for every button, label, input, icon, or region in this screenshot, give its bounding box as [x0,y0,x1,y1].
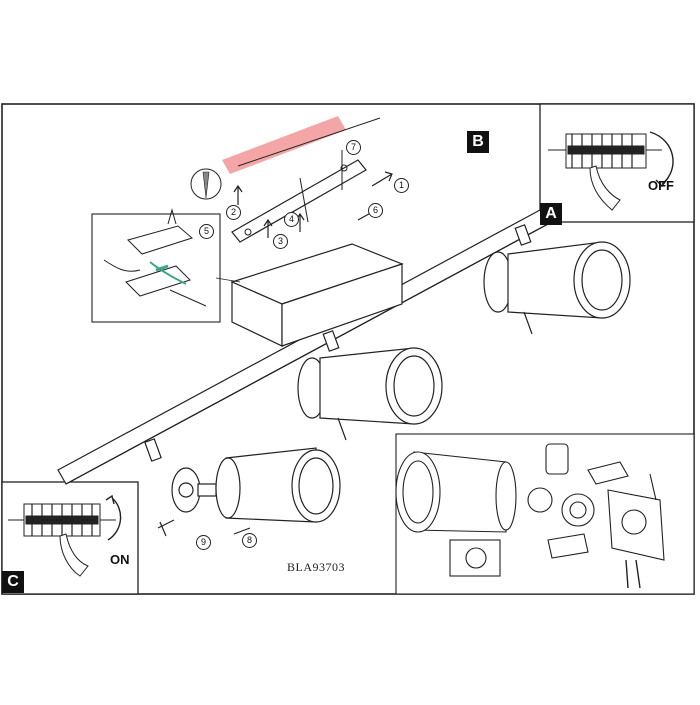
step-5: 5 [199,224,214,239]
step-3: 3 [273,234,288,249]
step-7: 7 [346,140,361,155]
step-6: 6 [368,203,383,218]
step-2: 2 [226,205,241,220]
on-label: ON [110,552,130,567]
panel-a-terminal [548,131,674,211]
spotlight-2 [297,330,443,441]
outer-frame [1,103,695,595]
panel-c-label: C [2,571,24,593]
spotlight-1 [483,224,631,335]
step-9: 9 [196,535,211,550]
step-4: 4 [284,212,299,227]
step-1: 1 [394,178,409,193]
panel-b-label: B [467,131,489,153]
step-8: 8 [242,533,257,548]
ceiling-mount [190,116,393,243]
panel-a-label: A [540,203,562,225]
wiring-detail [103,208,207,307]
junction-box [215,243,404,347]
panel-c-terminal [8,494,122,577]
spotlight-3 [144,438,341,537]
model-number: BLA93703 [287,560,345,574]
spotlight-detail [395,443,665,589]
off-label: OFF [648,178,674,193]
